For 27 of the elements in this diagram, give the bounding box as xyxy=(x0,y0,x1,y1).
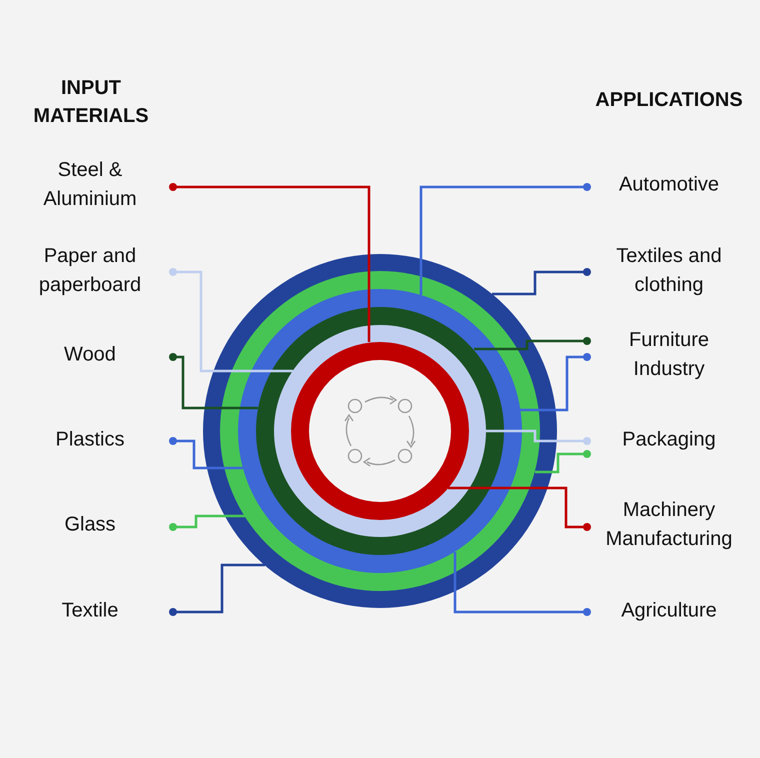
leader-line xyxy=(448,486,591,531)
leader-line xyxy=(169,437,243,470)
leader-line xyxy=(420,183,591,295)
leader-line xyxy=(474,337,591,350)
material-label: Steel & Aluminium xyxy=(20,156,160,214)
column-heading: INPUT MATERIALS xyxy=(32,76,150,129)
material-label: Textile xyxy=(20,596,160,626)
column-heading: APPLICATIONS xyxy=(594,88,744,113)
application-label: Machinery Manufacturing xyxy=(598,496,740,554)
leader-line xyxy=(169,268,293,372)
application-label: Packaging xyxy=(598,426,740,454)
leader-line xyxy=(520,353,591,412)
application-label: Agriculture xyxy=(598,596,740,626)
leader-line xyxy=(169,564,265,616)
leader-line xyxy=(486,430,591,445)
application-label: Textiles and clothing xyxy=(598,242,740,300)
leader-line xyxy=(492,268,591,296)
material-label: Wood xyxy=(20,340,160,370)
leader-line xyxy=(169,183,370,342)
application-label: Automotive xyxy=(598,170,740,200)
leader-line xyxy=(169,353,258,410)
leader-line xyxy=(169,514,245,531)
leader-line xyxy=(535,450,591,474)
material-label: Glass xyxy=(20,510,160,540)
material-label: Paper and paperboard xyxy=(20,242,160,300)
material-label: Plastics xyxy=(20,426,160,454)
application-label: Furniture Industry xyxy=(604,326,734,384)
